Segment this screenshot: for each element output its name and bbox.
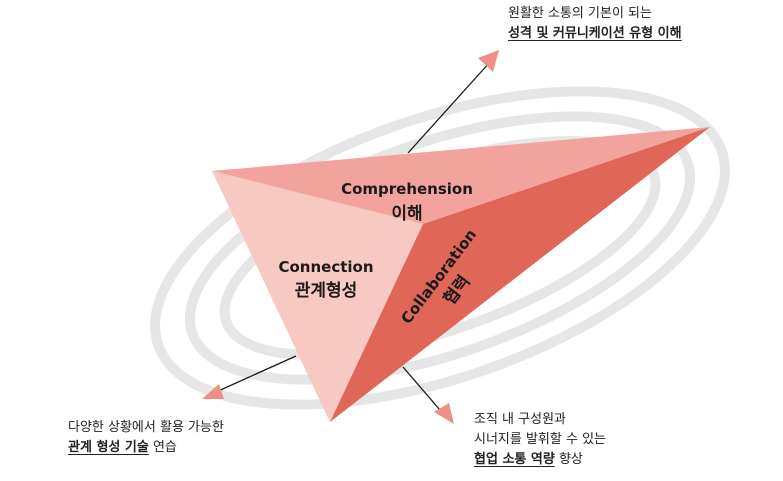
pointer-line-bottom-right <box>402 366 441 411</box>
face-collaboration <box>330 127 710 422</box>
ring-middle <box>184 111 696 385</box>
caption-bottom-right-rest: 향상 <box>554 452 583 467</box>
caption-bottom-left-line1: 다양한 상황에서 활용 가능한 <box>68 420 224 435</box>
face-connection <box>212 171 423 422</box>
comprehension-label-en: Comprehension <box>341 180 473 198</box>
comprehension-label-ko: 이해 <box>391 204 422 224</box>
caption-bottom-left-rest: 연습 <box>148 440 177 455</box>
arrowhead-top-right <box>478 50 499 72</box>
pointer-line-top-right <box>407 61 491 154</box>
connection-label-ko: 관계형성 <box>295 280 358 301</box>
ring-outer <box>150 86 730 410</box>
face-comprehension <box>212 127 710 224</box>
rings <box>150 86 730 410</box>
connection-label-en: Connection <box>278 258 373 276</box>
pointers <box>202 50 499 424</box>
caption-bottom-left: 다양한 상황에서 활용 가능한 관계 형성 기술 연습 <box>68 418 224 458</box>
arrowhead-bottom-left <box>202 384 224 399</box>
caption-top-right-line1: 원활한 소통의 기본이 되는 <box>508 6 652 21</box>
pointer-line-bottom-left <box>215 355 297 393</box>
arrowhead-bottom-right <box>434 403 454 424</box>
caption-bottom-left-emphasis: 관계 형성 기술 <box>68 440 149 455</box>
caption-bottom-right-emphasis: 협업 소통 역량 <box>474 452 555 467</box>
caption-bottom-right-line2: 시너지를 발휘할 수 있는 <box>474 432 606 447</box>
caption-top-right: 원활한 소통의 기본이 되는 성격 및 커뮤니케이션 유형 이해 <box>508 4 682 44</box>
caption-bottom-right-line1: 조직 내 구성원과 <box>474 412 566 427</box>
caption-top-right-emphasis: 성격 및 커뮤니케이션 유형 이해 <box>508 26 682 41</box>
caption-bottom-right: 조직 내 구성원과 시너지를 발휘할 수 있는 협업 소통 역량 향상 <box>474 410 606 470</box>
